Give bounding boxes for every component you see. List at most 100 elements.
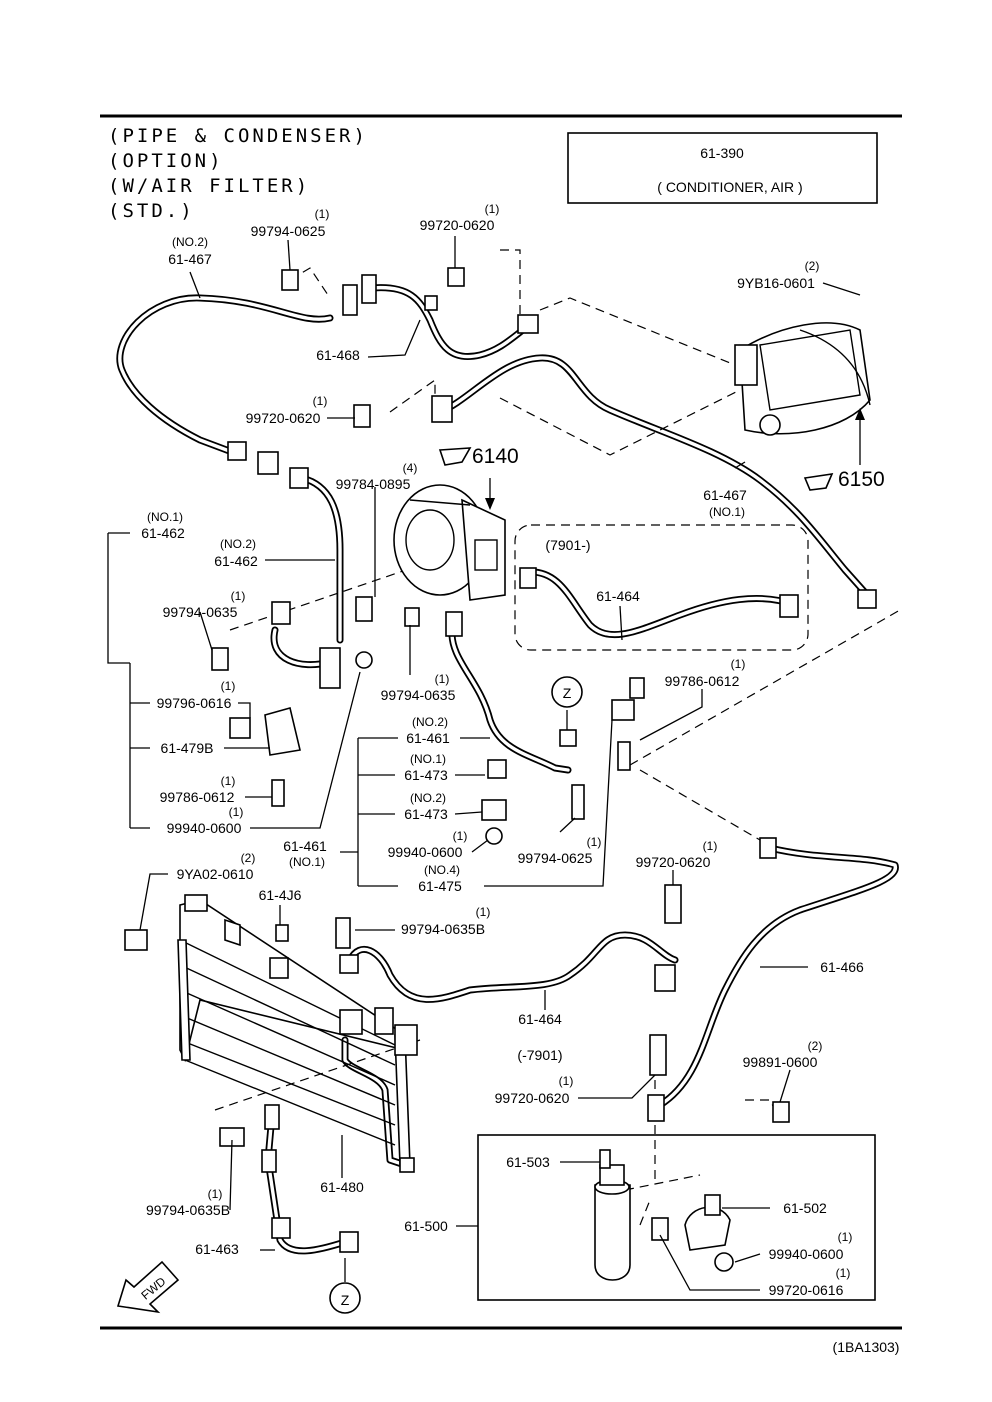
c43-code[interactable]: 99940-0600 xyxy=(769,1246,844,1262)
c27-code[interactable]: 99940-0600 xyxy=(388,844,463,860)
c12-code[interactable]: 61-462 xyxy=(214,553,258,569)
c36-qty: (2) xyxy=(808,1039,823,1053)
pipe-61-480 xyxy=(341,1036,409,1169)
receiver-drier[interactable] xyxy=(594,1149,631,1281)
c17-code[interactable]: Z xyxy=(563,685,572,701)
c21-code[interactable]: 61-479B xyxy=(161,740,214,756)
c45-code[interactable]: 99720-0616 xyxy=(769,1282,844,1298)
c2-code[interactable]: 99720-0620 xyxy=(420,217,495,233)
c8-code[interactable]: 6150 xyxy=(838,468,885,491)
c26-qty: (NO.1) xyxy=(289,855,325,869)
header-block: (PIPE & CONDENSER) (OPTION) (W/AIR FILTE… xyxy=(108,125,368,222)
c38-code[interactable]: 61-503 xyxy=(506,1154,550,1170)
c20-code[interactable]: 61-461 xyxy=(406,730,450,746)
c42-code[interactable]: 99794-0635B xyxy=(146,1202,230,1218)
c20-qty: (NO.2) xyxy=(412,715,448,729)
c29-code[interactable]: 61-475 xyxy=(418,878,462,894)
header-line-2: (OPTION) xyxy=(108,150,224,172)
drier-bracket[interactable] xyxy=(684,1194,731,1251)
z-marker-circle xyxy=(551,676,583,708)
c2-qty: (1) xyxy=(485,202,500,216)
c4-code[interactable]: 9YB16-0601 xyxy=(737,275,815,291)
c40-code[interactable]: 61-480 xyxy=(320,1179,364,1195)
c6-qty: (1) xyxy=(313,394,328,408)
c9-code[interactable]: 99784-0895 xyxy=(336,476,411,492)
c13-code[interactable]: (7901-) xyxy=(545,537,590,553)
c10-code[interactable]: 61-467 xyxy=(703,487,747,503)
z-marker-circle xyxy=(329,1282,361,1314)
c23-code[interactable]: 99786-0612 xyxy=(160,789,235,805)
c3-code[interactable]: 61-467 xyxy=(168,251,212,267)
c1-qty: (1) xyxy=(315,207,330,221)
c18-code[interactable]: 99786-0612 xyxy=(665,673,740,689)
pipe-61-462-no2 xyxy=(298,474,344,644)
c6-code[interactable]: 99720-0620 xyxy=(246,410,321,426)
c18-qty: (1) xyxy=(731,657,746,671)
pipe-61-467-no2 xyxy=(116,294,334,456)
c33-code[interactable]: 99794-0635B xyxy=(401,921,485,937)
c11-qty: (NO.1) xyxy=(147,510,183,524)
c16-code[interactable]: 99794-0635 xyxy=(381,687,456,703)
c27-qty: (1) xyxy=(453,829,468,843)
c23-qty: (1) xyxy=(221,774,236,788)
footer-code: (1BA1303) xyxy=(833,1339,900,1355)
reference-code: 61-390 xyxy=(700,145,744,161)
c33-qty: (1) xyxy=(476,905,491,919)
c45-qty: (1) xyxy=(836,1266,851,1280)
pointing-hand-icon xyxy=(803,472,834,491)
c28-code[interactable]: 99794-0625 xyxy=(518,850,593,866)
c30-code[interactable]: 99720-0620 xyxy=(636,854,711,870)
c37-code[interactable]: 99720-0620 xyxy=(495,1090,570,1106)
c41-code[interactable]: 61-500 xyxy=(404,1218,448,1234)
pipe-61-461 xyxy=(448,626,572,774)
c25-code[interactable]: 99940-0600 xyxy=(167,820,242,836)
c36-code[interactable]: 99891-0600 xyxy=(743,1054,818,1070)
c19-code[interactable]: 99796-0616 xyxy=(157,695,232,711)
c30-qty: (1) xyxy=(703,839,718,853)
c15-code[interactable]: 99794-0635 xyxy=(163,604,238,620)
c43-qty: (1) xyxy=(838,1230,853,1244)
c19-qty: (1) xyxy=(221,679,236,693)
c9-qty: (4) xyxy=(403,461,418,475)
pipe-61-464-lower xyxy=(346,931,679,1003)
header-line-1: (PIPE & CONDENSER) xyxy=(108,125,368,147)
c46-code[interactable]: Z xyxy=(341,1292,350,1308)
reference-box-frame xyxy=(567,132,878,204)
c42-qty: (1) xyxy=(208,1187,223,1201)
c34-code[interactable]: 61-466 xyxy=(820,959,864,975)
fwd-arrow-icon xyxy=(116,1260,180,1314)
callout-labels: (1) 99794-0625 (1) 99720-0620 (NO.2) 61-… xyxy=(138,202,899,1355)
c32-code[interactable]: 61-4J6 xyxy=(259,887,302,903)
c3-qty: (NO.2) xyxy=(172,235,208,249)
compressor[interactable] xyxy=(393,484,506,601)
c39-code[interactable]: 61-502 xyxy=(783,1200,827,1216)
c31-code[interactable]: 9YA02-0610 xyxy=(177,866,254,882)
c11-code[interactable]: 61-462 xyxy=(141,525,185,541)
header-line-4: (STD.) xyxy=(108,200,195,222)
variant-box-7901 xyxy=(514,524,809,651)
pipe-61-464-upper xyxy=(524,568,799,639)
c29-qty: (NO.4) xyxy=(424,863,460,877)
pipe-61-463 xyxy=(264,1111,349,1255)
pipe-61-467-no1 xyxy=(436,354,874,602)
reference-name: ( CONDITIONER, AIR ) xyxy=(657,179,802,195)
c5-code[interactable]: 61-468 xyxy=(316,347,360,363)
c44-code[interactable]: 61-463 xyxy=(195,1241,239,1257)
c16-qty: (1) xyxy=(435,672,450,686)
c31-qty: (2) xyxy=(241,851,256,865)
pipe-61-468 xyxy=(368,284,532,360)
air-filter-unit[interactable] xyxy=(734,322,871,436)
pointing-hand-icon xyxy=(438,447,472,466)
c35-code[interactable]: 61-464 xyxy=(518,1011,562,1027)
c22-code[interactable]: 61-473 xyxy=(404,767,448,783)
c37-qty: (1) xyxy=(559,1074,574,1088)
reference-box[interactable]: 61-390 ( CONDITIONER, AIR ) xyxy=(567,132,878,204)
receiver-drier-box xyxy=(477,1134,876,1301)
c14-code[interactable]: 61-464 xyxy=(596,588,640,604)
header-line-3: (W/AIR FILTER) xyxy=(108,175,310,197)
fittings xyxy=(124,267,877,1272)
c7-code[interactable]: 6140 xyxy=(472,445,519,468)
c26-code[interactable]: 61-461 xyxy=(283,838,327,854)
c24-code[interactable]: 61-473 xyxy=(404,806,448,822)
c1-code[interactable]: 99794-0625 xyxy=(251,223,326,239)
